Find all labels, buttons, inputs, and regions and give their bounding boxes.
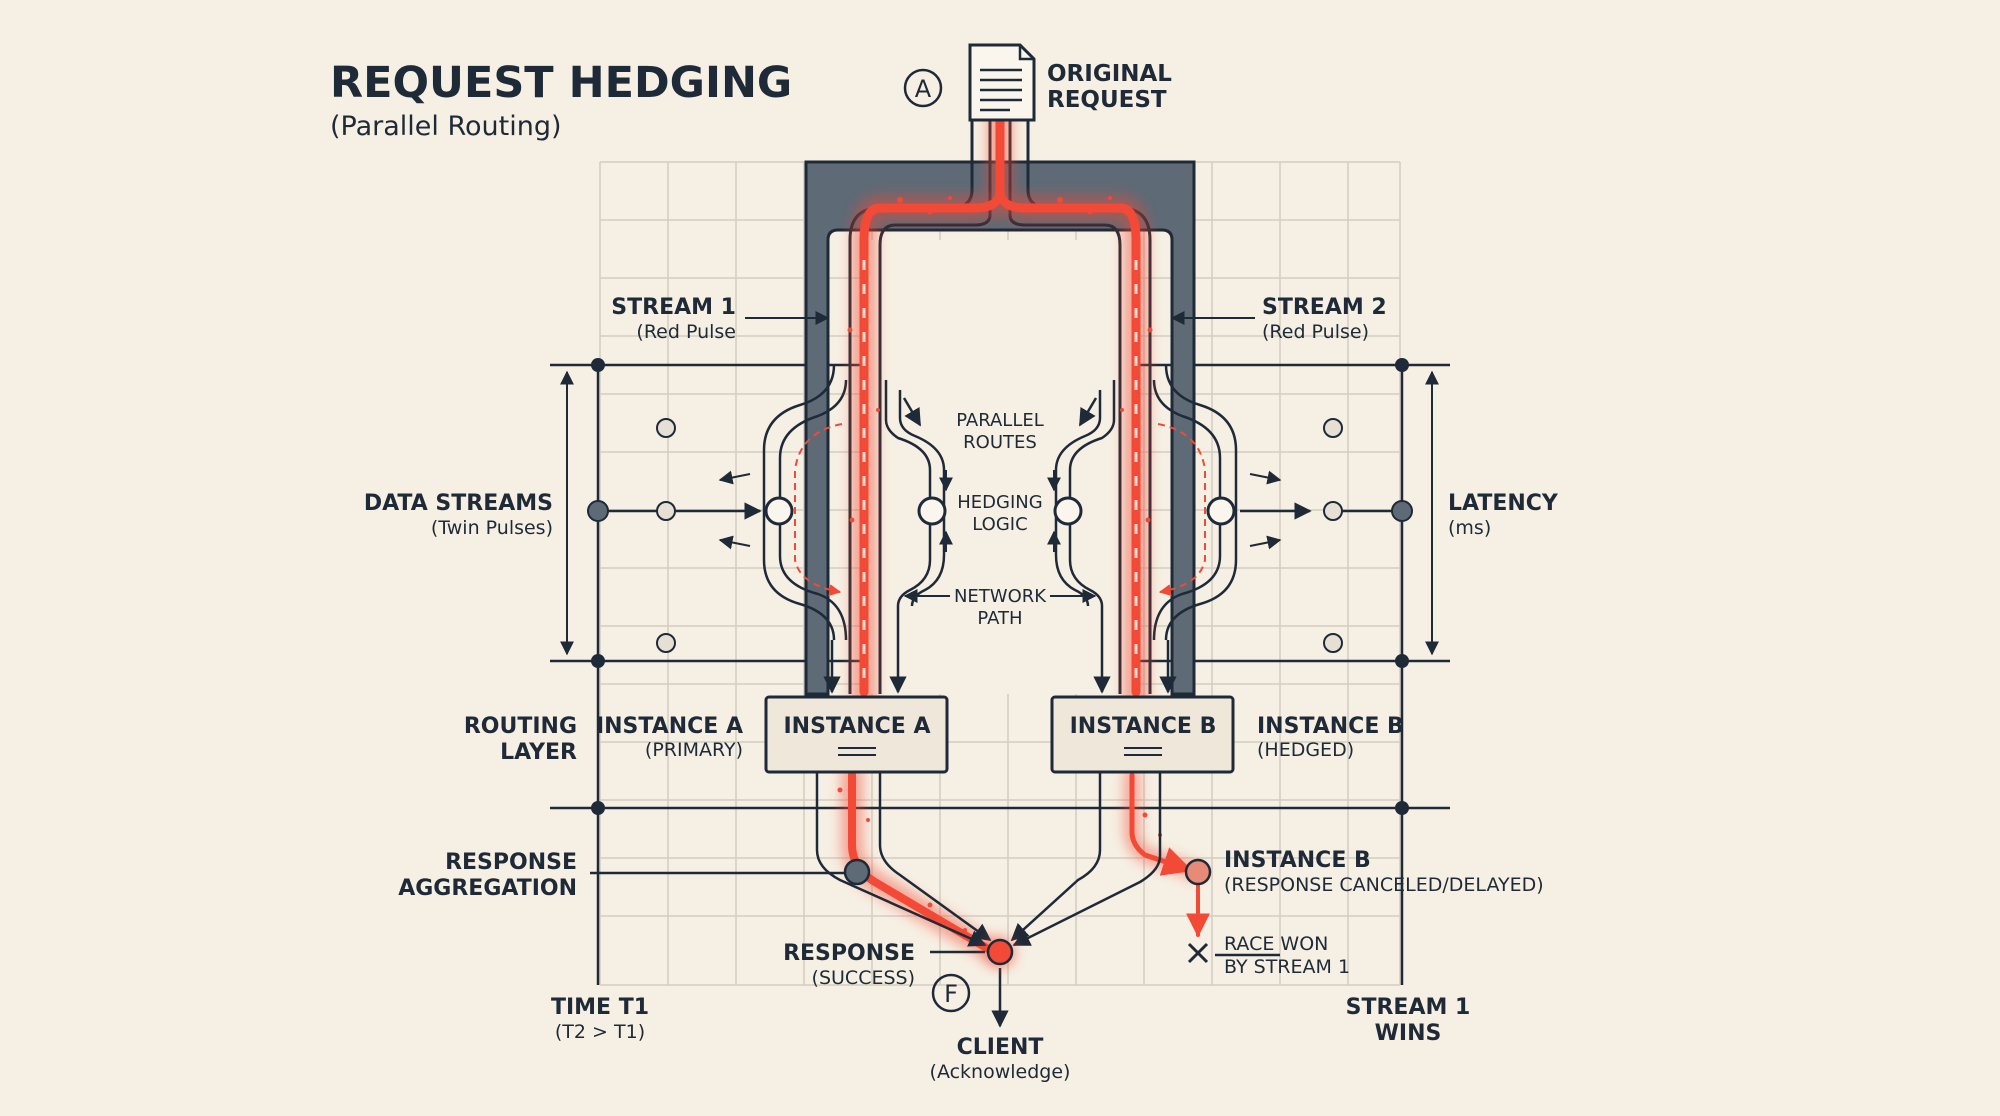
response-aggregation-label-1: RESPONSE xyxy=(445,850,577,875)
response-sub: (SUCCESS) xyxy=(812,967,915,989)
dashed-pulse-loops xyxy=(794,423,1206,597)
marker-a-letter: A xyxy=(915,75,932,103)
stream1-wins-label-1: STREAM 1 xyxy=(1346,995,1471,1020)
instance-b-side-sub: (HEDGED) xyxy=(1257,739,1354,761)
stream2-label: STREAM 2 xyxy=(1262,295,1387,320)
stream2-sub: (Red Pulse) xyxy=(1262,321,1369,343)
stream1-wins-label-2: WINS xyxy=(1375,1021,1442,1046)
instance-a-side-sub: (PRIMARY) xyxy=(645,739,743,761)
race-won-label-1: RACE WON xyxy=(1224,933,1328,955)
marker-a-circle xyxy=(903,68,943,108)
time-sub: (T2 > T1) xyxy=(555,1021,645,1043)
instance-a-side-label: INSTANCE A xyxy=(596,714,743,739)
latency-sub: (ms) xyxy=(1448,517,1491,539)
race-cross-icon xyxy=(1187,942,1209,964)
time-label: TIME T1 xyxy=(551,995,649,1020)
routing-layer-label-1: ROUTING xyxy=(464,714,577,739)
client-sub: (Acknowledge) xyxy=(930,1061,1071,1083)
latency-label: LATENCY xyxy=(1448,491,1559,516)
small-flow-arrows xyxy=(718,470,1282,603)
response-paths xyxy=(590,772,1280,1028)
marker-f-letter: F xyxy=(944,980,958,1008)
data-streams-node xyxy=(587,500,609,522)
hedging-logic-label-1: HEDGING xyxy=(957,492,1042,513)
instance-b-box-label: INSTANCE B xyxy=(1070,714,1217,739)
marker-f-circle xyxy=(931,973,971,1013)
instance-b-result-label: INSTANCE B xyxy=(1224,848,1371,873)
diagram-subtitle: (Parallel Routing) xyxy=(330,111,562,142)
diagram-title: REQUEST HEDGING xyxy=(330,58,792,108)
stream1-label: STREAM 1 xyxy=(611,295,736,320)
dimension-arrows xyxy=(560,370,1439,656)
instance-b-box xyxy=(1050,695,1235,774)
data-streams-label: DATA STREAMS xyxy=(364,491,553,516)
grid-nodes xyxy=(656,418,1343,653)
instance-b-result-sub: (RESPONSE CANCELED/DELAYED) xyxy=(1224,874,1544,896)
instance-b-side-label: INSTANCE B xyxy=(1257,714,1404,739)
instance-a-box xyxy=(764,695,949,774)
red-pulse-core xyxy=(848,110,1210,954)
network-path-label-1: NETWORK xyxy=(954,586,1047,607)
response-success-node xyxy=(986,938,1014,966)
client-label: CLIENT xyxy=(957,1035,1044,1060)
original-request-label-1: ORIGINAL xyxy=(1047,61,1172,87)
parallel-routes-label-2: ROUTES xyxy=(963,432,1037,453)
routing-layer-label-2: LAYER xyxy=(500,740,577,765)
outer-pipe xyxy=(804,160,1196,696)
frame-nodes xyxy=(591,358,1409,815)
response-label: RESPONSE xyxy=(783,941,915,966)
response-aggregation-label-2: AGGREGATION xyxy=(398,876,577,901)
data-streams-sub: (Twin Pulses) xyxy=(431,517,553,539)
race-won-label-2: BY STREAM 1 xyxy=(1224,956,1350,978)
document-icon xyxy=(968,43,1036,122)
pipe-interior xyxy=(862,240,1138,694)
hedging-logic-label-2: LOGIC xyxy=(972,514,1027,535)
left-routing-lobe xyxy=(762,364,946,641)
instance-b-canceled-node xyxy=(1184,858,1212,886)
hedging-junctions xyxy=(764,496,1236,526)
aggregation-node xyxy=(843,858,871,886)
instance-a-box-label: INSTANCE A xyxy=(783,714,930,739)
latency-node xyxy=(1391,500,1413,522)
parallel-routes-label-1: PARALLEL xyxy=(956,410,1044,431)
original-request-label-2: REQUEST xyxy=(1047,87,1167,113)
stream1-sub: (Red Pulse xyxy=(636,321,736,343)
pulse-particles xyxy=(837,196,1162,932)
instance-feed-lines xyxy=(823,397,1177,694)
network-path-label-2: PATH xyxy=(977,608,1022,629)
